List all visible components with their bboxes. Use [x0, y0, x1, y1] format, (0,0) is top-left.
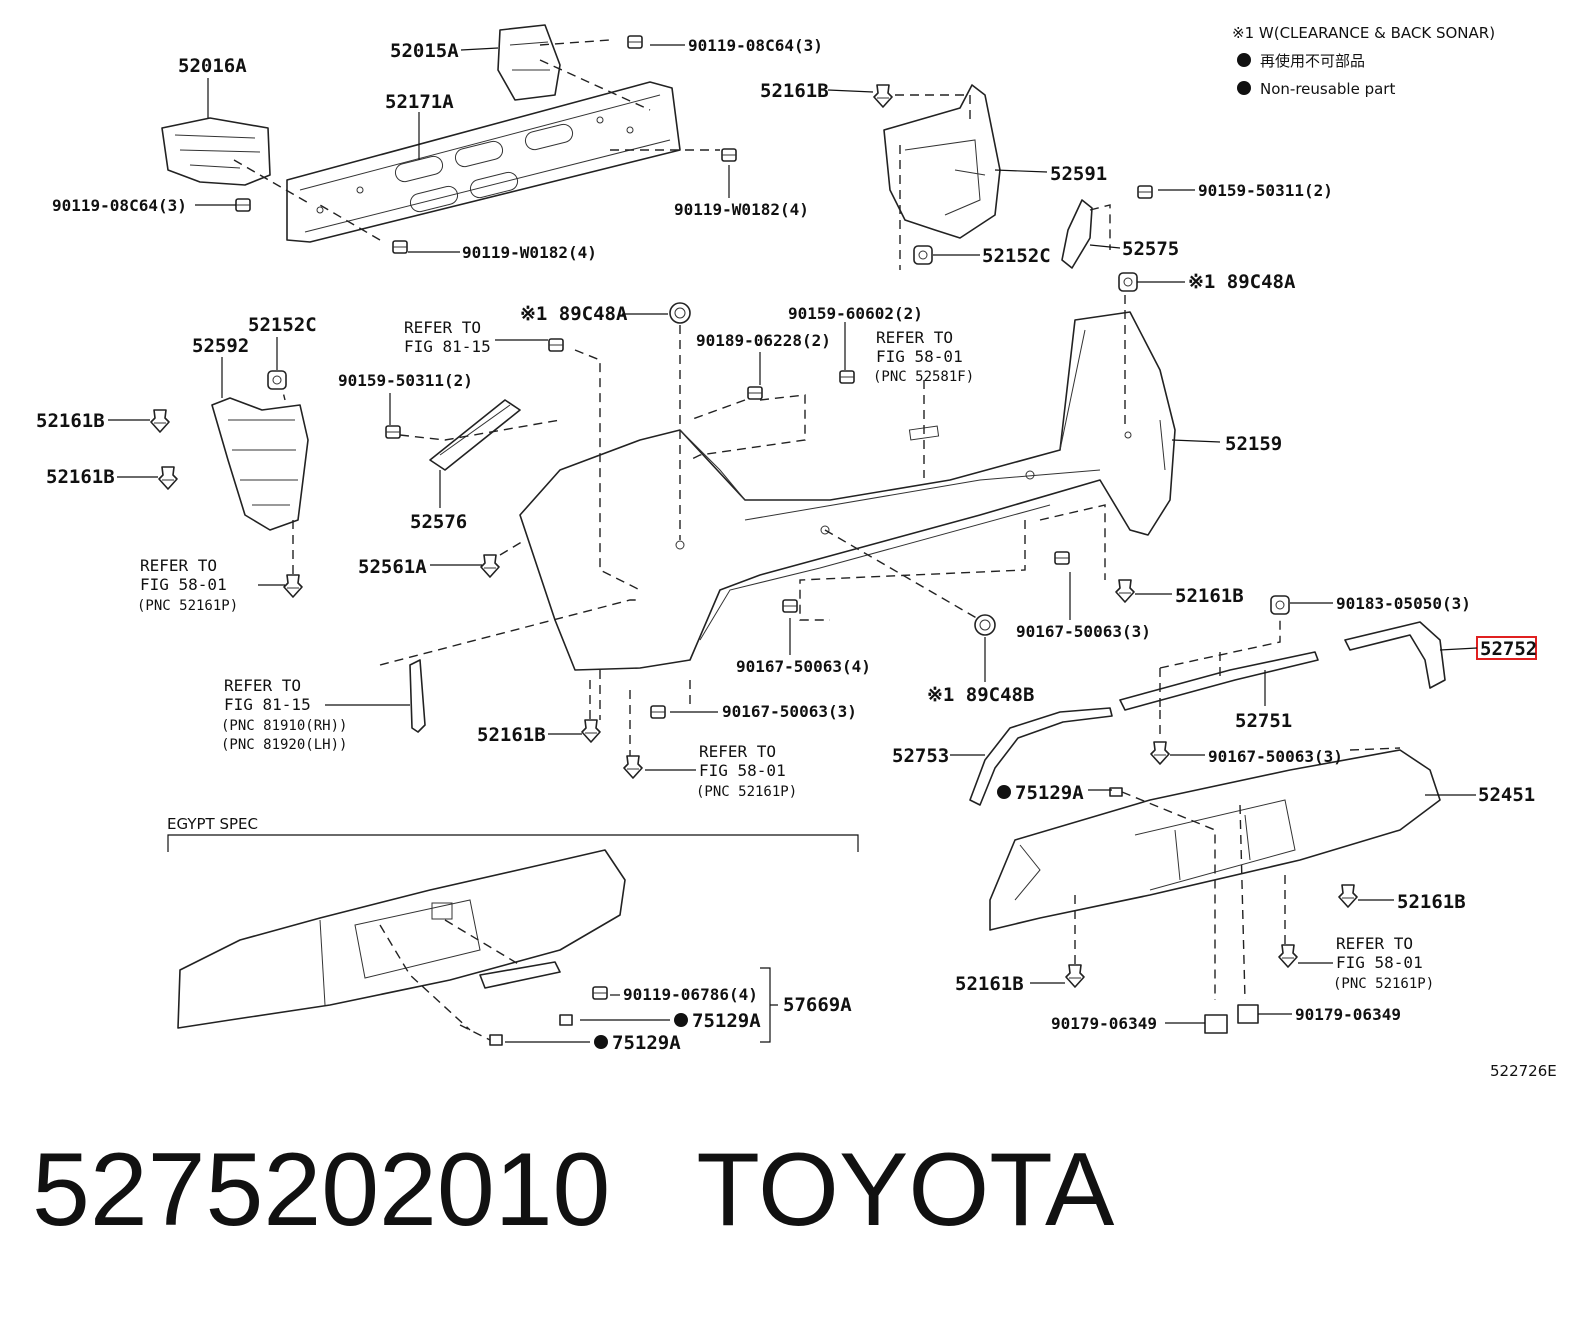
- part-label: 52161B: [477, 724, 546, 746]
- bumper-bracket-52575: [1061, 199, 1093, 269]
- refer-note-line: (PNC 81920(LH)): [221, 737, 347, 753]
- non-reusable-dot-icon: [997, 785, 1011, 799]
- part-label: 52161B: [1397, 891, 1466, 913]
- reinforcement-right-bracket: [497, 24, 561, 101]
- refer-note-line: (PNC 52161P): [696, 784, 797, 800]
- part-labels: 52016A 52015A 52171A 90119-08C64(3) 9011…: [36, 36, 1537, 1054]
- refer-note-line: (PNC 52161P): [1333, 976, 1434, 992]
- part-label: 90119-W0182(4): [674, 200, 809, 219]
- rear-bumper-reinforcement: [286, 81, 681, 243]
- part-label: ※1 89C48A: [520, 303, 628, 325]
- refer-note-line: (PNC 81910(RH)): [221, 718, 347, 734]
- part-label: 52753: [892, 745, 949, 767]
- part-label: 52451: [1478, 784, 1535, 806]
- reinforcement-left-bracket: [161, 117, 271, 186]
- part-label: 90167-50063(3): [722, 702, 857, 721]
- part-label: ※1 89C48B: [927, 684, 1034, 706]
- part-label: 52171A: [385, 91, 454, 113]
- part-label: 90167-50063(3): [1208, 747, 1343, 766]
- refer-note-line: REFER TO: [140, 556, 217, 575]
- part-label: 52016A: [178, 55, 247, 77]
- part-label: 52152C: [982, 245, 1051, 267]
- brand-name: TOYOTA: [696, 1132, 1115, 1248]
- rear-bumper-retainer-center: [429, 399, 521, 471]
- refer-note-line: FIG 58-01: [1336, 953, 1423, 972]
- part-label: 52015A: [390, 40, 459, 62]
- clip-nut: [1204, 1014, 1228, 1034]
- rear-bumper-side-retainer-lh: [211, 397, 309, 531]
- part-label: 52152C: [248, 314, 317, 336]
- rear-bumper-extension: [989, 749, 1441, 931]
- part-label: 52576: [410, 511, 467, 533]
- part-label: 90189-06228(2): [696, 331, 831, 350]
- part-label: 52161B: [955, 973, 1024, 995]
- illustration-id: 522726E: [1490, 1062, 1557, 1080]
- part-label: 52575: [1122, 238, 1179, 260]
- refer-note-line: FIG 58-01: [140, 575, 227, 594]
- legend-japanese-note: 再使用不可部品: [1260, 52, 1365, 70]
- part-label: 75129A: [692, 1010, 761, 1032]
- legend-non-reusable-note: Non-reusable part: [1260, 80, 1395, 98]
- part-label: 90167-50063(3): [1016, 622, 1151, 641]
- part-label: ※1 89C48A: [1188, 271, 1296, 293]
- non-reusable-dot-icon: [1237, 53, 1251, 67]
- part-label: 90159-50311(2): [1198, 181, 1333, 200]
- part-number: 5275202010: [32, 1132, 611, 1248]
- refer-note-line: FIG 58-01: [699, 761, 786, 780]
- part-label: 52591: [1050, 163, 1107, 185]
- refer-note-line: FIG 81-15: [224, 695, 311, 714]
- refer-note-line: REFER TO: [1336, 934, 1413, 953]
- refer-note-line: REFER TO: [224, 676, 301, 695]
- part-label: 52592: [192, 335, 249, 357]
- part-label: 90119-08C64(3): [52, 196, 187, 215]
- part-label: 52161B: [760, 80, 829, 102]
- part-label: 90167-50063(4): [736, 657, 871, 676]
- refer-note-line: REFER TO: [876, 328, 953, 347]
- refer-note-line: FIG 81-15: [404, 337, 491, 356]
- rear-bumper-molding-center: [1119, 651, 1319, 711]
- leader-lines: [108, 44, 1478, 1043]
- legend-clearance-note: ※1 W(CLEARANCE & BACK SONAR): [1232, 24, 1495, 42]
- part-label: 90159-60602(2): [788, 304, 923, 323]
- non-reusable-dot-icon: [594, 1035, 608, 1049]
- refer-note-line: (PNC 52581F): [873, 369, 974, 385]
- part-label: 90179-06349: [1051, 1014, 1157, 1033]
- part-label: 52751: [1235, 710, 1292, 732]
- part-label: 75129A: [1015, 782, 1084, 804]
- refer-note-line: FIG 58-01: [876, 347, 963, 366]
- part-label: 52161B: [36, 410, 105, 432]
- refer-note-line: (PNC 52161P): [137, 598, 238, 614]
- rear-bumper-side-retainer-rh: [883, 84, 1001, 239]
- clip-nut: [1237, 1004, 1259, 1024]
- part-label: 90159-50311(2): [338, 371, 473, 390]
- rear-bumper-molding-rh: [1344, 621, 1446, 689]
- part-label: 57669A: [783, 994, 852, 1016]
- part-label: 52561A: [358, 556, 427, 578]
- refer-to-notes: REFER TO FIG 81-15 REFER TO FIG 58-01 (P…: [137, 318, 1434, 992]
- part-label: 90179-06349: [1295, 1005, 1401, 1024]
- part-label: 90119-08C64(3): [688, 36, 823, 55]
- part-label: 52161B: [46, 466, 115, 488]
- part-number-banner: 5275202010 TOYOTA: [32, 1130, 1114, 1250]
- part-label: 75129A: [612, 1032, 681, 1054]
- refer-note-line: REFER TO: [404, 318, 481, 337]
- part-label: 52159: [1225, 433, 1282, 455]
- part-label: 90183-05050(3): [1336, 594, 1471, 613]
- rear-reflector: [409, 659, 426, 733]
- non-reusable-dot-icon: [1237, 81, 1251, 95]
- part-label: 52161B: [1175, 585, 1244, 607]
- rear-bumper-molding-lh: [969, 707, 1113, 806]
- egypt-spec-section: EGYPT SPEC: [167, 815, 859, 1046]
- part-label-highlighted: 52752: [1480, 638, 1537, 660]
- part-label: 90119-06786(4): [623, 985, 758, 1004]
- rear-bumper-cover: [519, 311, 1176, 671]
- part-label: 90119-W0182(4): [462, 243, 597, 262]
- non-reusable-dot-icon: [674, 1013, 688, 1027]
- section-title: EGYPT SPEC: [167, 815, 258, 833]
- legend: ※1 W(CLEARANCE & BACK SONAR) 再使用不可部品 Non…: [1232, 24, 1495, 98]
- refer-note-line: REFER TO: [699, 742, 776, 761]
